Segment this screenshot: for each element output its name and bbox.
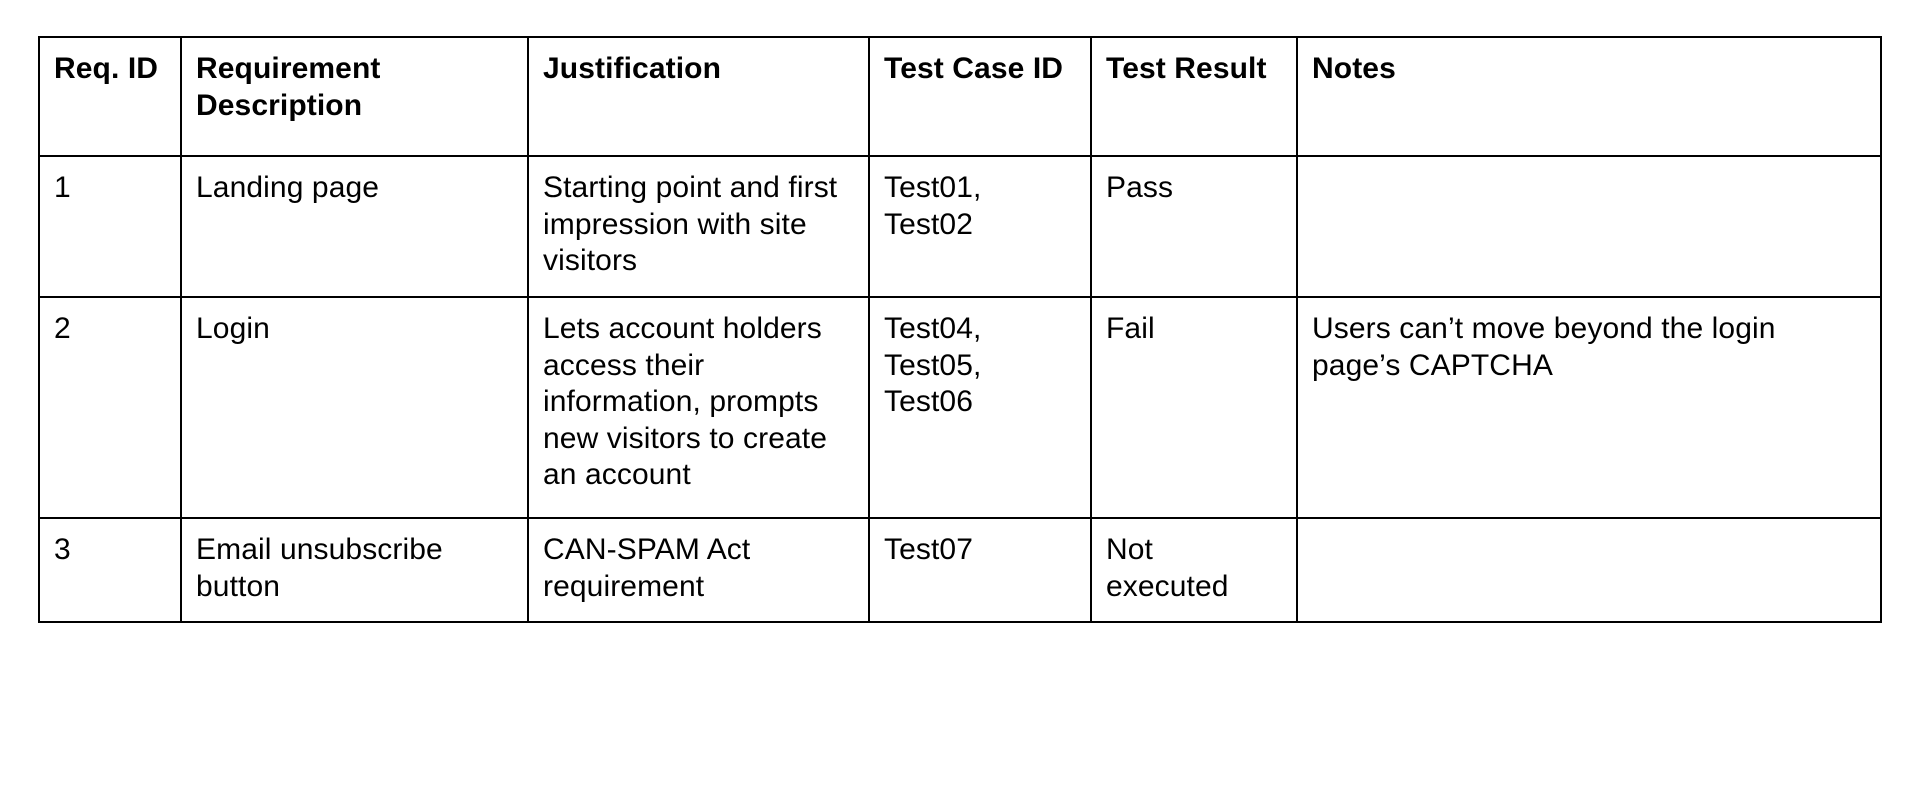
table-row: 1 Landing page Starting point and first …: [38, 155, 1882, 298]
value-requirement-description: Landing page: [196, 171, 380, 204]
column-header-justification: Justification: [527, 36, 870, 157]
column-header-req-id-label: Req. ID: [54, 52, 159, 85]
value-notes: [1312, 532, 1866, 533]
value-test-case-id: Test01, Test02: [884, 171, 982, 241]
value-req-id: 3: [54, 533, 71, 566]
cell-test-result: Fail: [1090, 296, 1298, 519]
column-header-justification-label: Justification: [543, 52, 721, 85]
value-notes: [1312, 170, 1866, 171]
value-test-case-id: Test07: [884, 533, 973, 566]
cell-justification: Starting point and first impression with…: [527, 155, 870, 298]
cell-test-result: Pass: [1090, 155, 1298, 298]
value-test-result: Fail: [1106, 312, 1155, 345]
cell-notes: [1296, 516, 1882, 624]
column-header-notes-label: Notes: [1312, 52, 1396, 85]
column-header-notes: Notes: [1296, 36, 1882, 157]
value-requirement-description: Email unsubscribe button: [196, 533, 443, 603]
value-req-id: 1: [54, 171, 71, 204]
cell-test-case-id: Test07: [868, 516, 1092, 624]
value-justification: Lets account holders access their inform…: [543, 312, 827, 492]
column-header-test-case-id-label: Test Case ID: [884, 52, 1064, 85]
cell-req-id: 3: [38, 516, 182, 624]
value-notes: Users can’t move beyond the login page’s…: [1312, 312, 1776, 382]
cell-requirement-description: Landing page: [180, 155, 529, 298]
cell-req-id: 2: [38, 296, 182, 519]
cell-requirement-description: Login: [180, 296, 529, 519]
value-justification: Starting point and first impression with…: [543, 171, 838, 278]
requirements-traceability-table: Req. ID Requirement Description Justific…: [38, 36, 1882, 624]
column-header-req-id: Req. ID: [38, 36, 182, 157]
value-requirement-description: Login: [196, 312, 270, 345]
cell-test-result: Not executed: [1090, 516, 1298, 624]
value-req-id: 2: [54, 312, 71, 345]
requirements-table-container: Req. ID Requirement Description Justific…: [38, 36, 1882, 624]
cell-notes: Users can’t move beyond the login page’s…: [1296, 296, 1882, 519]
table-header-row: Req. ID Requirement Description Justific…: [38, 36, 1882, 157]
table-row: 2 Login Lets account holders access thei…: [38, 296, 1882, 519]
cell-notes: [1296, 155, 1882, 298]
column-header-test-case-id: Test Case ID: [868, 36, 1092, 157]
value-test-result: Not executed: [1106, 533, 1229, 603]
column-header-requirement-description-label: Requirement Description: [196, 52, 381, 122]
cell-requirement-description: Email unsubscribe button: [180, 516, 529, 624]
value-test-case-id: Test04, Test05, Test06: [884, 312, 982, 419]
cell-justification: Lets account holders access their inform…: [527, 296, 870, 519]
cell-test-case-id: Test01, Test02: [868, 155, 1092, 298]
cell-test-case-id: Test04, Test05, Test06: [868, 296, 1092, 519]
table-row: 3 Email unsubscribe button CAN-SPAM Act …: [38, 516, 1882, 624]
value-justification: CAN-SPAM Act requirement: [543, 533, 751, 603]
cell-justification: CAN-SPAM Act requirement: [527, 516, 870, 624]
value-test-result: Pass: [1106, 171, 1174, 204]
column-header-requirement-description: Requirement Description: [180, 36, 529, 157]
column-header-test-result-label: Test Result: [1106, 52, 1267, 85]
table-header: Req. ID Requirement Description Justific…: [38, 36, 1882, 157]
cell-req-id: 1: [38, 155, 182, 298]
column-header-test-result: Test Result: [1090, 36, 1298, 157]
table-body: 1 Landing page Starting point and first …: [38, 155, 1882, 624]
